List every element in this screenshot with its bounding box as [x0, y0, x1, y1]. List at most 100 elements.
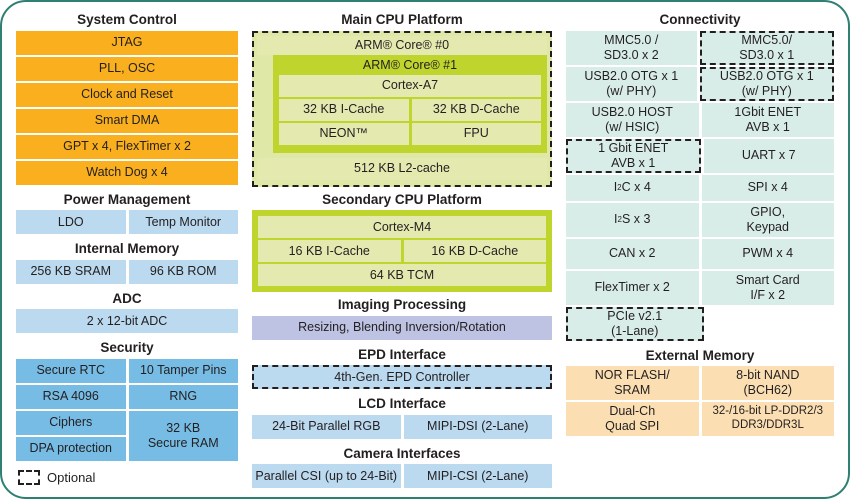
- block-can[interactable]: CAN x 2: [566, 238, 699, 269]
- block-parallel-csi[interactable]: Parallel CSI (up to 24-Bit): [252, 464, 401, 489]
- block-dpa-protection[interactable]: DPA protection: [16, 436, 126, 461]
- block-parallel-rgb[interactable]: 24-Bit Parallel RGB: [252, 414, 401, 439]
- secondary-cpu-platform[interactable]: Cortex-M4 16 KB I-Cache 16 KB D-Cache 64…: [252, 210, 552, 293]
- section-title-camera: Camera Interfaces: [343, 445, 461, 461]
- block-usb-otg[interactable]: USB2.0 OTG x 1 (w/ PHY): [566, 66, 697, 101]
- block-arm-core-0[interactable]: ARM® Core® #0: [257, 35, 547, 55]
- block-adc[interactable]: 2 x 12-bit ADC: [16, 309, 238, 334]
- section-title-imaging: Imaging Processing: [337, 297, 467, 313]
- block-nor-flash-sram[interactable]: NOR FLASH/ SRAM: [566, 366, 699, 401]
- section-title-internal-memory: Internal Memory: [74, 241, 180, 257]
- block-quad-spi[interactable]: Dual-Ch Quad SPI: [566, 402, 699, 437]
- usb-otg-opt-line1: USB2.0 OTG x 1: [719, 68, 814, 83]
- left-column: System Control JTAG PLL, OSC Clock and R…: [16, 10, 238, 497]
- camera-row: Parallel CSI (up to 24-Bit) MIPI-CSI (2-…: [252, 464, 552, 490]
- main-cpu-platform-optional-outline[interactable]: ARM® Core® #0 ARM® Core® #1 Cortex-A7 32…: [252, 30, 552, 187]
- block-mmc-sd-x2[interactable]: MMC5.0 / SD3.0 x 2: [566, 30, 697, 65]
- section-title-lcd: LCD Interface: [358, 396, 446, 412]
- block-secure-ram[interactable]: 32 KB Secure RAM: [128, 410, 238, 461]
- section-title-power-management: Power Management: [63, 191, 191, 207]
- block-mmc-sd-x1-optional[interactable]: MMC5.0/ SD3.0 x 1: [699, 30, 834, 65]
- mmc-x1-line2: SD3.0 x 1: [739, 47, 795, 62]
- block-watch-dog[interactable]: Watch Dog x 4: [16, 160, 238, 185]
- block-epd-controller[interactable]: 4th-Gen. EPD Controller: [252, 365, 552, 390]
- mmc-x2-line1: MMC5.0 /: [604, 32, 659, 47]
- pcie-line1: PCIe v2.1: [607, 308, 663, 323]
- right-column: Connectivity MMC5.0 / SD3.0 x 2 MMC5.0/ …: [566, 10, 834, 497]
- enet-line2: AVB x 1: [745, 119, 790, 134]
- dashed-box-icon: [18, 469, 40, 485]
- secure-ram-line1: 32 KB: [166, 420, 201, 435]
- block-secure-rtc[interactable]: Secure RTC: [16, 358, 126, 383]
- section-title-security: Security: [100, 340, 154, 356]
- block-spi[interactable]: SPI x 4: [701, 174, 834, 201]
- block-gpio-keypad[interactable]: GPIO, Keypad: [701, 202, 834, 237]
- block-cortex-a7[interactable]: Cortex-A7: [279, 74, 541, 97]
- block-jtag[interactable]: JTAG: [16, 30, 238, 55]
- block-ldo[interactable]: LDO: [16, 210, 126, 235]
- block-l2-cache[interactable]: 512 KB L2-cache: [257, 157, 547, 180]
- power-management-row: LDO Temp Monitor: [16, 210, 238, 236]
- block-fpu[interactable]: FPU: [411, 122, 541, 145]
- smartcard-line1: Smart Card: [735, 272, 800, 287]
- block-smart-card[interactable]: Smart Card I/F x 2: [701, 270, 834, 305]
- block-temp-monitor[interactable]: Temp Monitor: [128, 210, 238, 235]
- nand-line1: 8-bit NAND: [736, 368, 800, 383]
- block-rom[interactable]: 96 KB ROM: [128, 259, 238, 284]
- conn-row-flextimer-smartcard: FlexTimer x 2 Smart Card I/F x 2: [566, 270, 834, 307]
- block-ciphers[interactable]: Ciphers: [16, 410, 126, 435]
- nor-line1: NOR FLASH/: [594, 368, 670, 383]
- block-rng[interactable]: RNG: [128, 384, 238, 409]
- section-title-main-cpu: Main CPU Platform: [341, 12, 463, 27]
- lcd-row: 24-Bit Parallel RGB MIPI-DSI (2-Lane): [252, 414, 552, 441]
- block-neon[interactable]: NEON™: [279, 122, 409, 145]
- block-gpt-flextimer[interactable]: GPT x 4, FlexTimer x 2: [16, 134, 238, 159]
- block-imaging-processing[interactable]: Resizing, Blending Inversion/Rotation: [252, 315, 552, 340]
- ddr-line1: 32-/16-bit LP-DDR2/3: [712, 405, 824, 418]
- block-uart[interactable]: UART x 7: [703, 138, 834, 173]
- a7-cache-row: 32 KB I-Cache 32 KB D-Cache: [279, 98, 541, 123]
- section-title-epd: EPD Interface: [358, 346, 446, 362]
- block-cortex-m4[interactable]: Cortex-M4: [258, 216, 546, 239]
- block-m4-dcache[interactable]: 16 KB D-Cache: [403, 240, 546, 263]
- conn-spacer: [707, 307, 835, 343]
- m4-cache-row: 16 KB I-Cache 16 KB D-Cache: [258, 240, 546, 264]
- section-title-secondary-cpu: Secondary CPU Platform: [322, 191, 482, 207]
- security-grid: Secure RTC RSA 4096 Ciphers DPA protecti…: [16, 358, 238, 463]
- block-nand[interactable]: 8-bit NAND (BCH62): [701, 366, 834, 401]
- block-ddr[interactable]: 32-/16-bit LP-DDR2/3 DDR3/DDR3L: [701, 402, 834, 437]
- block-rsa-4096[interactable]: RSA 4096: [16, 384, 126, 409]
- block-sram[interactable]: 256 KB SRAM: [16, 259, 126, 284]
- block-mipi-csi[interactable]: MIPI-CSI (2-Lane): [403, 464, 552, 489]
- block-pll-osc[interactable]: PLL, OSC: [16, 56, 238, 81]
- usb-host-line1: USB2.0 HOST: [591, 104, 673, 119]
- block-pwm[interactable]: PWM x 4: [701, 238, 834, 269]
- block-a7-icache[interactable]: 32 KB I-Cache: [279, 98, 409, 121]
- mmc-x1-line1: MMC5.0/: [741, 32, 793, 47]
- block-clock-and-reset[interactable]: Clock and Reset: [16, 82, 238, 107]
- enet-line1: 1Gbit ENET: [734, 104, 802, 119]
- block-enet-avb[interactable]: 1Gbit ENET AVB x 1: [701, 102, 834, 137]
- block-mipi-dsi[interactable]: MIPI-DSI (2-Lane): [403, 414, 552, 439]
- nand-line2: (BCH62): [743, 383, 793, 398]
- block-tcm[interactable]: 64 KB TCM: [258, 264, 546, 287]
- mmc-x2-line2: SD3.0 x 2: [603, 47, 659, 62]
- block-smart-dma[interactable]: Smart DMA: [16, 108, 238, 133]
- block-flextimer[interactable]: FlexTimer x 2: [566, 270, 699, 305]
- block-pcie-optional[interactable]: PCIe v2.1 (1-Lane): [566, 306, 704, 341]
- block-m4-icache[interactable]: 16 KB I-Cache: [258, 240, 401, 263]
- block-a7-dcache[interactable]: 32 KB D-Cache: [411, 98, 541, 121]
- smartcard-line2: I/F x 2: [750, 287, 786, 302]
- middle-column: Main CPU Platform ARM® Core® #0 ARM® Cor…: [246, 10, 558, 497]
- block-arm-core-1[interactable]: ARM® Core® #1 Cortex-A7 32 KB I-Cache 32…: [273, 54, 547, 153]
- block-usb-otg-optional[interactable]: USB2.0 OTG x 1 (w/ PHY): [699, 66, 834, 101]
- legend-optional: Optional: [16, 469, 238, 485]
- section-title-external-memory: External Memory: [645, 347, 755, 363]
- block-usb-host[interactable]: USB2.0 HOST (w/ HSIC): [566, 102, 699, 137]
- block-enet-avb-optional[interactable]: 1 Gbit ENET AVB x 1: [566, 138, 701, 173]
- block-tamper-pins[interactable]: 10 Tamper Pins: [128, 358, 238, 383]
- ddr-line2: DDR3/DDR3L: [731, 419, 804, 432]
- legend-label: Optional: [47, 469, 96, 485]
